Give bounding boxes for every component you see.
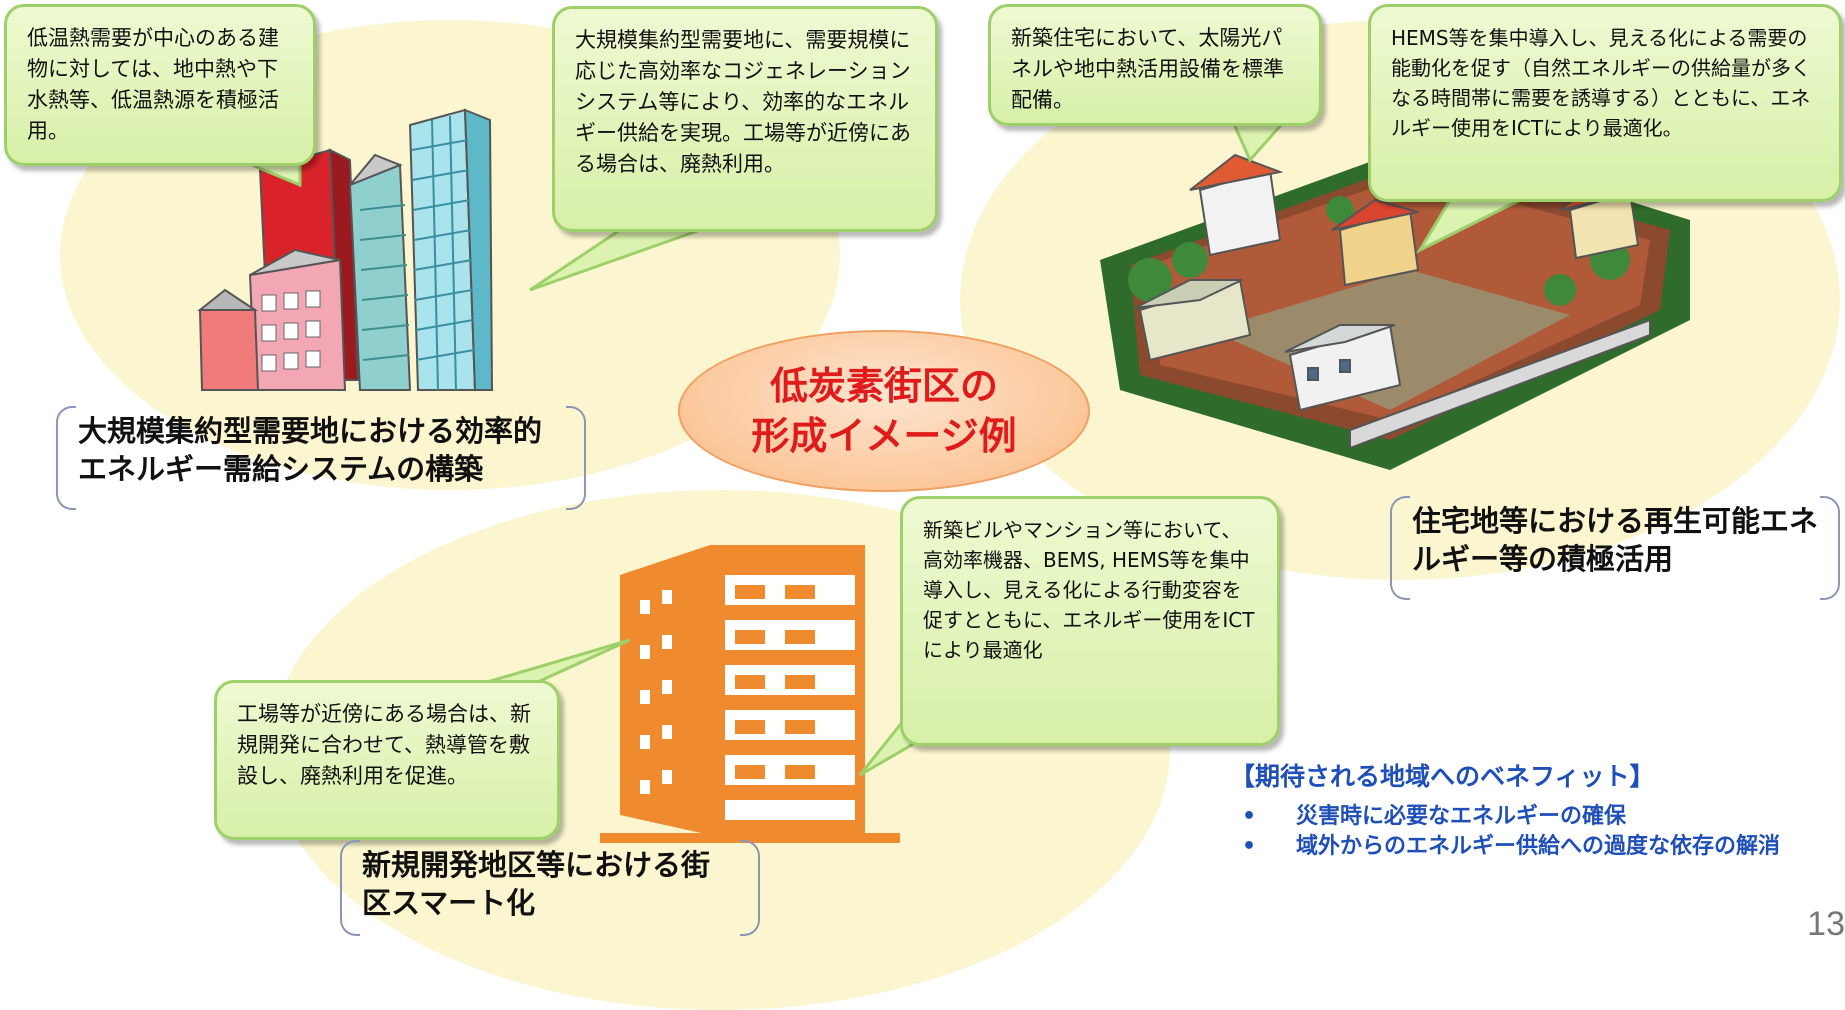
bubble-low-temp-heat-text: 低温熱需要が中心のある建物に対しては、地中熱や下水熱等、低温熱源を積極活用。 — [27, 26, 279, 143]
center-title-oval: 低炭素街区の 形成イメージ例 — [678, 330, 1090, 492]
benefits-list: • 災害時に必要なエネルギーの確保 • 域外からのエネルギー供給への過度な依存の… — [1230, 802, 1840, 862]
page-number: 13 — [1807, 905, 1845, 943]
bubble-new-buildings: 新築ビルやマンション等において、高効率機器、BEMS, HEMS等を集中導入し、… — [900, 496, 1280, 746]
residential-neighborhood-illustration — [1100, 140, 1690, 470]
caption-new-development: 新規開発地区等における街区スマート化 — [340, 840, 760, 936]
bubble-factory-heat-text: 工場等が近傍にある場合は、新規開発に合わせて、熱導管を敷設し、廃熱利用を促進。 — [237, 702, 531, 788]
center-title-line2: 形成イメージ例 — [751, 414, 1017, 458]
bubble-tail-low-temp-heat — [239, 113, 1521, 777]
benefits-section: 【期待される地域へのベネフィット】 • 災害時に必要なエネルギーの確保 • 域外… — [1230, 760, 1840, 862]
bubble-low-temp-heat: 低温熱需要が中心のある建物に対しては、地中熱や下水熱等、低温熱源を積極活用。 — [4, 4, 316, 166]
bubble-hems-text: HEMS等を集中導入し、見える化による需要の能動化を促す（自然エネルギーの供給量… — [1391, 26, 1811, 140]
benefit-item: • 域外からのエネルギー供給への過度な依存の解消 — [1230, 832, 1840, 862]
benefit-item-text: 災害時に必要なエネルギーの確保 — [1296, 804, 1627, 829]
bubble-new-houses: 新築住宅において、太陽光パネルや地中熱活用設備を標準配備。 — [988, 4, 1322, 126]
center-title-line1: 低炭素街区の — [769, 364, 998, 408]
bubble-factory-heat: 工場等が近傍にある場合は、新規開発に合わせて、熱導管を敷設し、廃熱利用を促進。 — [214, 680, 560, 840]
bullet-icon: • — [1242, 804, 1257, 829]
bullet-icon: • — [1242, 834, 1257, 859]
bubble-hems: HEMS等を集中導入し、見える化による需要の能動化を促す（自然エネルギーの供給量… — [1368, 4, 1842, 202]
benefit-item: • 災害時に必要なエネルギーの確保 — [1230, 802, 1840, 832]
caption-residential: 住宅地等における再生可能エネルギー等の積極活用 — [1390, 496, 1840, 600]
caption-new-development-text: 新規開発地区等における街区スマート化 — [362, 848, 711, 920]
caption-residential-text: 住宅地等における再生可能エネルギー等の積極活用 — [1412, 504, 1819, 576]
office-buildings-illustration — [197, 108, 494, 391]
caption-large-scale: 大規模集約型需要地における効率的エネルギー需給システムの構築 — [56, 406, 586, 510]
caption-large-scale-text: 大規模集約型需要地における効率的エネルギー需給システムの構築 — [78, 414, 543, 486]
bubble-new-houses-text: 新築住宅において、太陽光パネルや地中熱活用設備を標準配備。 — [1011, 26, 1284, 112]
bubble-cogeneration: 大規模集約型需要地に、需要規模に応じた高効率なコジェネレーションシステム等により… — [552, 6, 938, 232]
bubble-new-buildings-text: 新築ビルやマンション等において、高効率機器、BEMS, HEMS等を集中導入し、… — [923, 518, 1255, 662]
apartment-building-illustration — [600, 545, 900, 843]
benefits-title: 【期待される地域へのベネフィット】 — [1230, 762, 1655, 791]
bubble-cogeneration-text: 大規模集約型需要地に、需要規模に応じた高効率なコジェネレーションシステム等により… — [575, 28, 911, 176]
benefit-item-text: 域外からのエネルギー供給への過度な依存の解消 — [1296, 834, 1781, 859]
